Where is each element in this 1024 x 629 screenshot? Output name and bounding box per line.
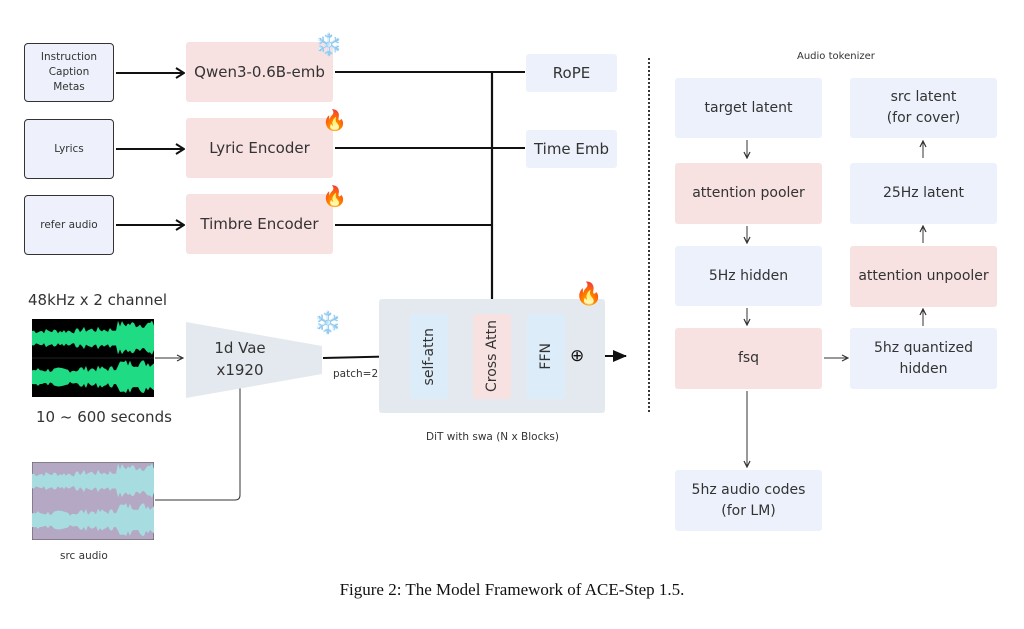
- fire-icon: 🔥: [575, 282, 603, 307]
- waveform-channel: [32, 463, 154, 498]
- tokenizer-title: Audio tokenizer: [797, 51, 875, 62]
- dit-caption: DiT with swa (N x Blocks): [426, 431, 560, 443]
- encoder-lyric: Lyric Encoder: [186, 118, 333, 178]
- waveform-channel: [32, 320, 154, 355]
- target-waveform: [32, 319, 154, 397]
- ffn-block: FFN: [527, 314, 565, 399]
- 5hz-audio-codes-box: 5hz audio codes (for LM): [675, 470, 822, 531]
- snowflake-icon: ❄️: [314, 311, 342, 336]
- fsq-box: fsq: [675, 328, 822, 389]
- encoder-timbre: Timbre Encoder: [186, 194, 333, 254]
- attention-pooler-box: attention pooler: [675, 163, 822, 224]
- cross-attn-block: Cross Attn: [473, 314, 511, 399]
- waveform-channel: [32, 360, 154, 394]
- encoder-qwen: Qwen3-0.6B-emb: [186, 42, 333, 102]
- audio-spec-label: 48kHz x 2 channel: [28, 291, 168, 309]
- vae-label: 1d Vae x1920: [190, 335, 290, 383]
- 25hz-latent-box: 25Hz latent: [850, 163, 997, 224]
- residual-add-icon: ⊕: [570, 346, 585, 366]
- fire-icon: 🔥: [322, 108, 347, 132]
- waveform-channel: [32, 503, 154, 537]
- vae-shape: [186, 322, 322, 398]
- src-audio-waveform: [32, 462, 154, 540]
- input-refer-audio: refer audio: [24, 195, 114, 255]
- figure-caption: Figure 2: The Model Framework of ACE-Ste…: [339, 580, 685, 599]
- input-instruction-caption-metas: Instruction Caption Metas: [24, 43, 114, 102]
- cross-attn-label: Cross Attn: [484, 320, 500, 393]
- ffn-label: FFN: [538, 343, 554, 370]
- arrow-src-audio-to-vae: [155, 376, 240, 501]
- 5hz-quantized-hidden-box: 5hz quantized hidden: [850, 328, 997, 389]
- rope-box: RoPE: [526, 54, 617, 92]
- patch-label: patch=2: [333, 368, 379, 380]
- self-attn-label: self-attn: [421, 327, 437, 386]
- fire-icon: 🔥: [322, 184, 347, 208]
- attention-unpooler-box: attention unpooler: [850, 246, 997, 307]
- src-audio-label: src audio: [60, 550, 108, 562]
- target-latent-box: target latent: [675, 78, 822, 138]
- vae-line1: 1d Vae: [214, 339, 266, 357]
- input-lyrics: Lyrics: [24, 119, 114, 179]
- snowflake-icon: ❄️: [315, 33, 343, 58]
- src-latent-box: src latent (for cover): [850, 78, 997, 138]
- vae-line2: x1920: [216, 361, 264, 379]
- 5hz-hidden-box: 5Hz hidden: [675, 246, 822, 306]
- time-emb-box: Time Emb: [526, 130, 617, 168]
- self-attn-block: self-attn: [410, 314, 448, 399]
- duration-label: 10 ~ 600 seconds: [36, 408, 172, 426]
